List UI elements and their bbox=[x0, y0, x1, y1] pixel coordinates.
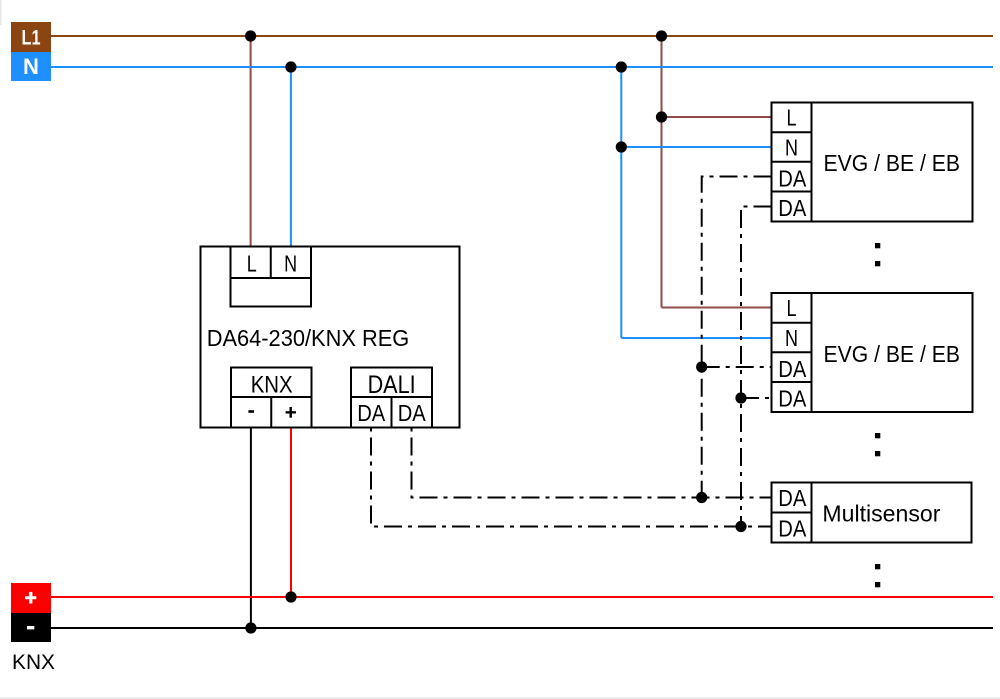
svg-text:DA: DA bbox=[778, 195, 807, 221]
svg-text:N: N bbox=[785, 325, 798, 351]
svg-text:N: N bbox=[23, 54, 39, 79]
svg-text:DA: DA bbox=[357, 400, 386, 426]
svg-text:DA: DA bbox=[778, 515, 807, 541]
svg-text:DA: DA bbox=[778, 356, 807, 382]
svg-text:N: N bbox=[785, 134, 798, 160]
svg-text:L: L bbox=[247, 251, 257, 277]
svg-text:L: L bbox=[787, 295, 797, 321]
svg-text:KNX: KNX bbox=[251, 371, 293, 398]
svg-text:EVG / BE / EB: EVG / BE / EB bbox=[824, 341, 961, 367]
svg-text:DA: DA bbox=[778, 385, 807, 411]
svg-text:DA: DA bbox=[778, 166, 807, 192]
svg-text:Multisensor: Multisensor bbox=[822, 500, 940, 526]
svg-text:L1: L1 bbox=[22, 27, 41, 50]
svg-text:EVG / BE / EB: EVG / BE / EB bbox=[824, 150, 961, 176]
svg-text:N: N bbox=[284, 251, 297, 277]
svg-text:DA: DA bbox=[778, 485, 807, 511]
svg-text:DALI: DALI bbox=[368, 371, 416, 399]
svg-text:L: L bbox=[787, 105, 797, 131]
svg-text:KNX: KNX bbox=[12, 651, 55, 674]
svg-text:DA64-230/KNX REG: DA64-230/KNX REG bbox=[207, 325, 410, 351]
svg-text:DA: DA bbox=[398, 400, 427, 426]
